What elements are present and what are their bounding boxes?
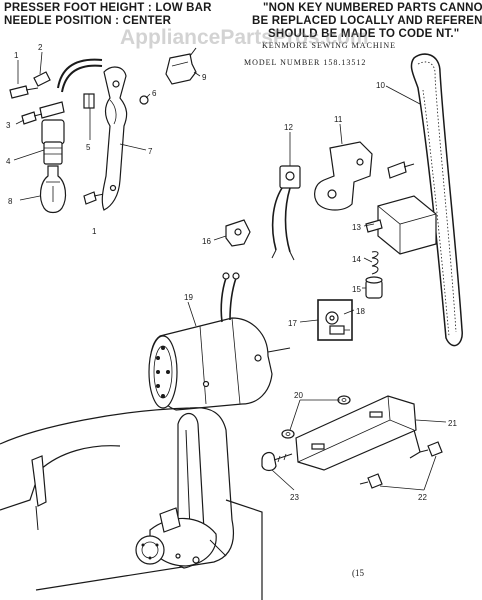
mounting-screws bbox=[261, 441, 443, 489]
replacement-note-line-2: BE REPLACED LOCALLY AND REFERENCE bbox=[252, 15, 482, 27]
callout-23: 23 bbox=[290, 493, 299, 502]
callout-8: 8 bbox=[8, 197, 13, 206]
machine-label: KENMORE SEWING MACHINE bbox=[262, 41, 396, 50]
callout-11: 11 bbox=[334, 115, 343, 124]
callout-16: 16 bbox=[202, 237, 211, 246]
replacement-note-line-3: SHOULD BE MADE TO CODE NT." bbox=[268, 28, 460, 40]
callout-1-top: 1 bbox=[14, 51, 19, 60]
callout-1-bottom: 1 bbox=[92, 227, 97, 236]
callout-4: 4 bbox=[6, 157, 11, 166]
callout-15: 15 bbox=[352, 285, 361, 294]
spring-and-bushing bbox=[365, 251, 383, 299]
washers bbox=[281, 395, 351, 439]
needle-position-note: NEEDLE POSITION : CENTER bbox=[4, 15, 172, 27]
callout-3: 3 bbox=[6, 121, 11, 130]
callout-17: 17 bbox=[288, 319, 297, 328]
belt-guard-clamp bbox=[165, 47, 197, 85]
motor-bracket bbox=[314, 141, 415, 211]
callout-2: 2 bbox=[38, 43, 43, 52]
callout-18: 18 bbox=[356, 307, 365, 316]
model-number-label: MODEL NUMBER 158.13512 bbox=[244, 58, 367, 67]
light-bracket bbox=[101, 66, 128, 211]
callout-5: 5 bbox=[86, 143, 91, 152]
callout-numbers: 1 1 2 3 4 5 6 7 8 9 10 11 12 13 14 15 16… bbox=[6, 43, 457, 502]
light-switch bbox=[271, 165, 301, 261]
presser-foot-height-note: PRESSER FOOT HEIGHT : LOW BAR bbox=[4, 2, 212, 14]
callout-12: 12 bbox=[284, 123, 293, 132]
brush-holder-clip bbox=[225, 219, 251, 247]
callout-20: 20 bbox=[294, 391, 303, 400]
motor bbox=[148, 272, 291, 411]
sewing-machine-outline bbox=[0, 407, 263, 600]
callout-9: 9 bbox=[202, 73, 207, 82]
callout-19: 19 bbox=[184, 293, 193, 302]
callout-6: 6 bbox=[152, 89, 157, 98]
callout-13: 13 bbox=[352, 223, 361, 232]
callout-21: 21 bbox=[448, 419, 457, 428]
light-socket-assembly bbox=[9, 58, 149, 214]
page-number: (15 bbox=[352, 568, 364, 578]
capacitor-block bbox=[365, 195, 437, 255]
leader-lines bbox=[13, 51, 447, 491]
replacement-note-line-1: "NON KEY NUMBERED PARTS CANNOT bbox=[263, 2, 482, 14]
watermark-text: AppliancePartsPros.com bbox=[120, 26, 369, 49]
callout-14: 14 bbox=[352, 255, 361, 264]
callout-22: 22 bbox=[418, 493, 427, 502]
callout-10: 10 bbox=[376, 81, 385, 90]
timing-belt bbox=[410, 53, 463, 347]
motor-mounting-bracket bbox=[295, 395, 421, 471]
brush-assembly bbox=[317, 299, 353, 341]
callout-7: 7 bbox=[148, 147, 153, 156]
